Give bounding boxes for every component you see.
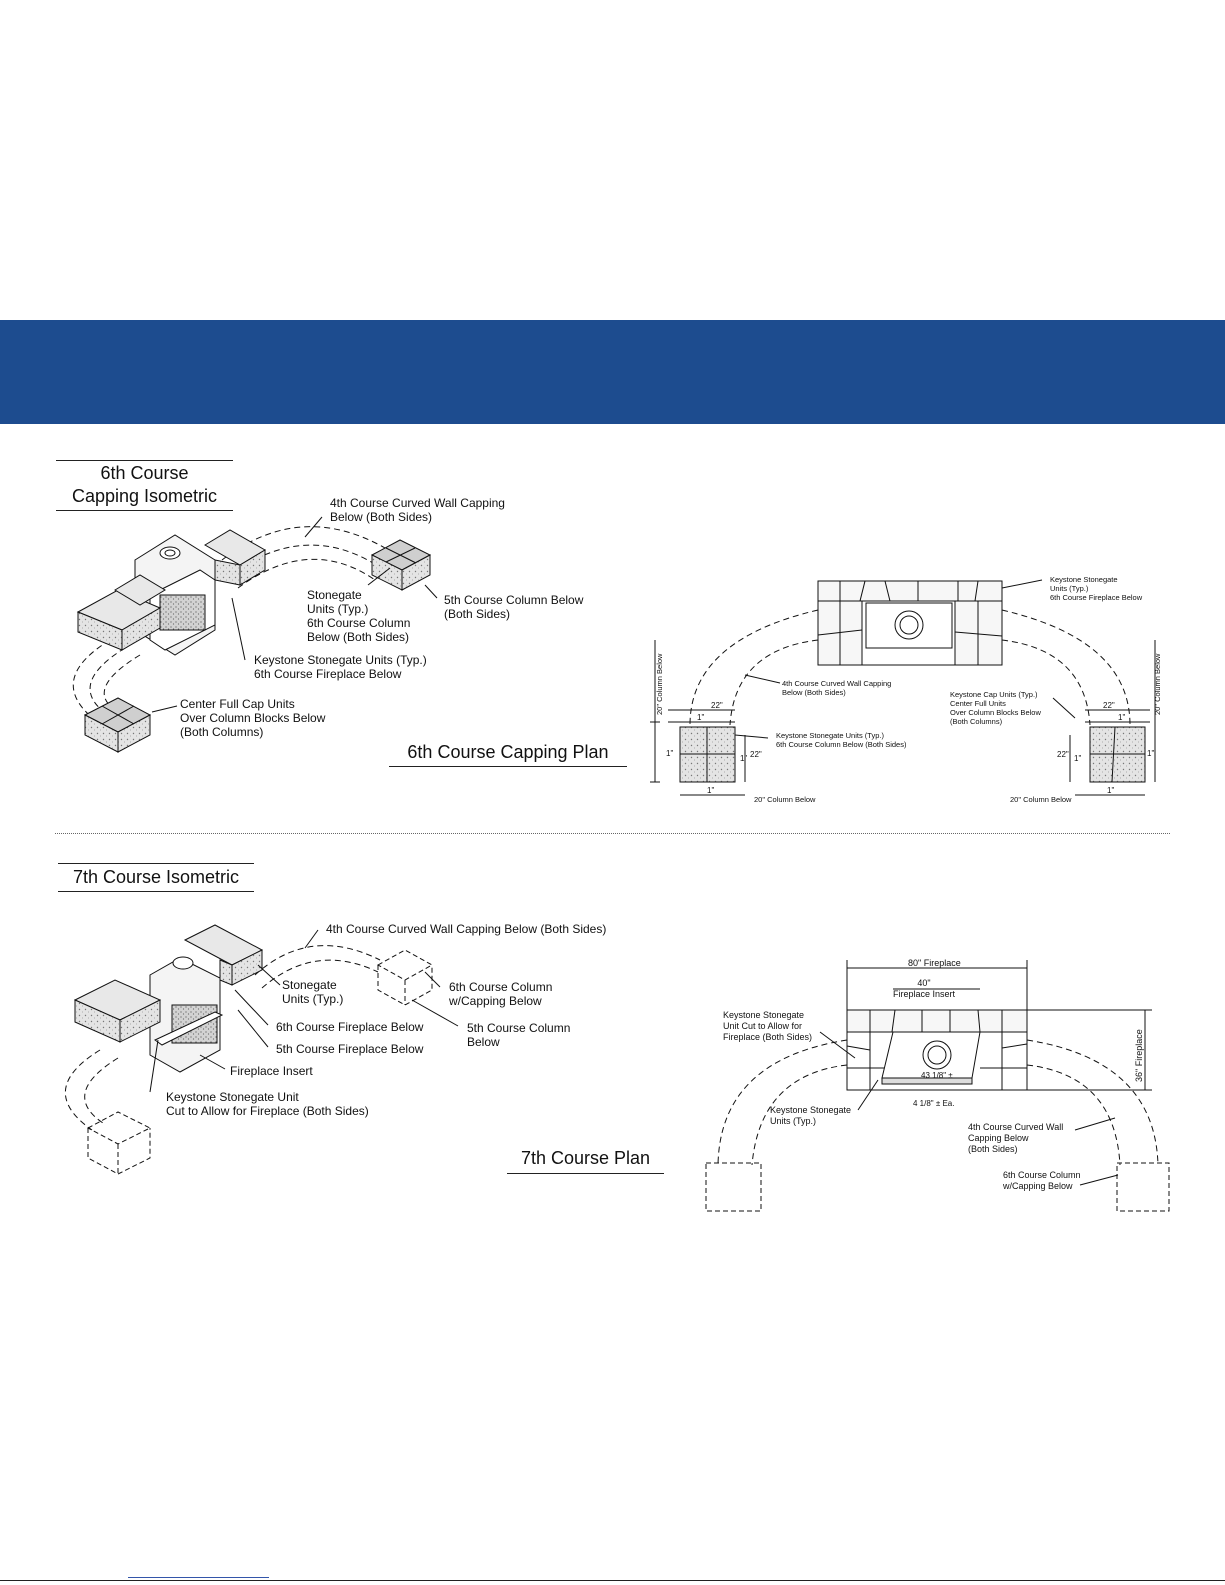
iso7-title-rule-top	[58, 863, 254, 864]
iso7-label-keystone-cut: Keystone Stonegate Unit Cut to Allow for…	[166, 1090, 369, 1118]
plan6-label-cap-units: Keystone Cap Units (Typ.) Center Full Un…	[950, 690, 1041, 726]
iso7-label-curved-wall: 4th Course Curved Wall Capping Below (Bo…	[326, 922, 607, 936]
header-banner	[0, 320, 1225, 424]
iso6-title-line1: 6th Course	[100, 463, 189, 483]
section-divider	[55, 833, 1170, 834]
plan7-label-curved-wall: 4th Course Curved Wall Capping Below (Bo…	[968, 1122, 1064, 1154]
plan7-dim-4: 4 1/8" ± Ea.	[913, 1099, 955, 1108]
plan6-dim-1-bottom-left: 1"	[707, 786, 715, 795]
plan6-title: 6th Course Capping Plan	[407, 742, 609, 762]
plan7-dim-40: 40" Fireplace Insert	[893, 978, 956, 999]
plan6-title-rule	[389, 766, 627, 767]
plan6-label-column-below: Keystone Stonegate Units (Typ.) 6th Cour…	[776, 731, 907, 749]
iso6-title-line2: Capping Isometric	[71, 486, 218, 506]
footer-accent	[128, 1577, 269, 1578]
plan7-dim-43: 43 1/8" ±	[921, 1071, 953, 1080]
plan7-label-keystone-units: Keystone Stonegate Units (Typ.)	[770, 1105, 852, 1126]
iso7-label-fifth-column: 5th Course Column Below	[467, 1021, 571, 1049]
plan6-label-col20-right: 20" Column Below	[1010, 795, 1072, 804]
plan6-dim-1-col-left: 1"	[740, 754, 748, 763]
plan7-dim-36: 36" Fireplace	[1134, 1029, 1144, 1082]
plan6-label-col20-vert-left: 20" Column Below	[655, 653, 664, 715]
plan7-dim-80: 80" Fireplace	[908, 958, 961, 968]
iso6-label-center-cap: Center Full Cap Units Over Column Blocks…	[180, 697, 326, 739]
iso7-title: 7th Course Isometric	[72, 867, 240, 887]
plan6-dim-22-right: 22"	[1103, 701, 1115, 710]
plan6-label-keystone-top: Keystone Stonegate Units (Typ.) 6th Cour…	[1050, 575, 1143, 602]
iso7-label-fifth-fireplace: 5th Course Fireplace Below	[276, 1042, 424, 1056]
plan6-dim-1-top-left: 1"	[697, 713, 705, 722]
plan6-label-col20-left: 20" Column Below	[754, 795, 816, 804]
plan6-dim-1-bottom-right: 1"	[1107, 786, 1115, 795]
iso7-label-sixth-fireplace: 6th Course Fireplace Below	[276, 1020, 424, 1034]
footer-rule	[0, 1580, 1225, 1581]
plan7-drawing	[705, 960, 1170, 1212]
plan6-dim-22-col-right: 22"	[1057, 750, 1069, 759]
iso6-label-curved-wall: 4th Course Curved Wall Capping Below (Bo…	[330, 496, 505, 524]
iso6-title-rule-bottom	[56, 510, 233, 511]
plan6-dim-1-right: 1"	[1147, 749, 1155, 758]
iso6-label-keystone: Keystone Stonegate Units (Typ.) 6th Cour…	[254, 653, 427, 681]
plan7-label-keystone-cut: Keystone Stonegate Unit Cut to Allow for…	[723, 1010, 813, 1042]
iso7-label-col-capping: 6th Course Column w/Capping Below	[449, 980, 553, 1008]
plan6-label-col20-vert-right: 20" Column Below	[1153, 653, 1162, 715]
plan6-dim-22-col-left: 22"	[750, 750, 762, 759]
plan7-title: 7th Course Plan	[520, 1148, 651, 1168]
plan6-dim-22-left: 22"	[711, 701, 723, 710]
plan6-dim-1-left: 1"	[666, 749, 674, 758]
iso7-label-stonegate: Stonegate Units (Typ.)	[282, 978, 344, 1006]
iso6-label-fifth-column: 5th Course Column Below (Both Sides)	[444, 593, 584, 621]
plan6-dim-1-col-right: 1"	[1074, 754, 1082, 763]
iso6-label-stonegate: Stonegate Units (Typ.) 6th Course Column…	[307, 588, 411, 644]
iso7-drawing	[65, 924, 459, 1175]
iso7-title-rule-bottom	[58, 891, 254, 892]
iso6-title-rule-top	[56, 460, 233, 461]
plan6-dim-1-top-right: 1"	[1118, 713, 1126, 722]
plan6-label-curved-wall: 4th Course Curved Wall Capping Below (Bo…	[782, 679, 892, 697]
plan6-drawing	[650, 579, 1156, 796]
plan7-label-col-capping: 6th Course Column w/Capping Below	[1003, 1170, 1081, 1191]
iso7-label-insert: Fireplace Insert	[230, 1064, 313, 1078]
plan7-title-rule	[507, 1173, 664, 1174]
iso6-drawing	[72, 516, 438, 753]
